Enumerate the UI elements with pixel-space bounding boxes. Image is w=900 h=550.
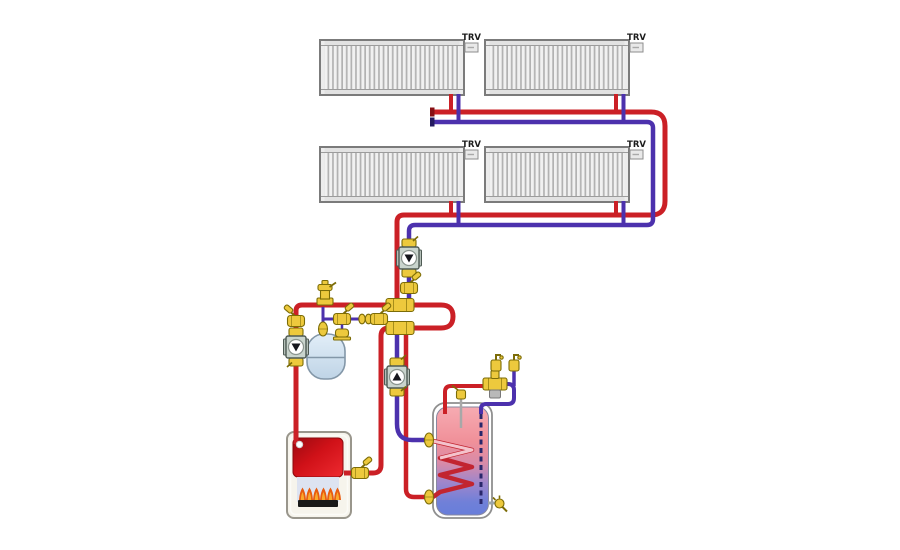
pump-dhw-loading xyxy=(383,354,411,397)
pump-flow-arrow-down xyxy=(291,343,301,352)
pipe-boiler-return xyxy=(293,302,441,444)
burner-flames xyxy=(299,487,341,500)
safety-relief-valve xyxy=(316,279,337,306)
pipe-coil-return xyxy=(394,325,428,443)
pipe-coil-supply xyxy=(403,325,428,500)
burner-bar xyxy=(298,500,338,507)
radiator-lower-left xyxy=(319,146,465,203)
trv-label: TRV xyxy=(627,33,646,43)
trv-label: TRV xyxy=(462,33,481,43)
mixing-valve-knob xyxy=(489,389,501,399)
trv-valve-icon xyxy=(629,42,644,53)
pump-flow-arrow-up xyxy=(392,372,402,381)
pipe-end-cap-flow xyxy=(430,107,435,117)
trv-label: TRV xyxy=(627,140,646,150)
expansion-vessel xyxy=(306,333,346,380)
radiator-upper-left xyxy=(319,39,465,96)
heating-coil-top xyxy=(432,439,474,460)
pump-flow-arrow-down xyxy=(404,254,414,263)
radiator-upper-right xyxy=(484,39,630,96)
boiler-flow-port xyxy=(295,440,304,449)
tank-sensor xyxy=(451,384,467,428)
hose-coupling xyxy=(358,313,373,325)
coil-supply-union xyxy=(423,489,435,505)
cold-water-inlet-fitting xyxy=(508,354,523,372)
tee-fitting-lower xyxy=(385,320,415,336)
pipe-radiators-return xyxy=(406,119,656,300)
coil-return-union xyxy=(423,432,435,448)
pump-boiler-return xyxy=(282,327,310,368)
expansion-vessel-union xyxy=(317,321,329,337)
trv-label: TRV xyxy=(462,140,481,150)
pipe-end-cap-return xyxy=(430,117,435,127)
drain-valve xyxy=(488,495,508,513)
radiator-lower-right xyxy=(484,146,630,203)
pump-radiator-circuit xyxy=(395,235,423,278)
mixing-valve xyxy=(482,369,508,399)
pipe-cold-feed xyxy=(479,382,516,414)
radiator-flow-stubs xyxy=(449,94,618,217)
trv-valve-icon xyxy=(629,149,644,160)
pipe-radiators-flow xyxy=(394,109,668,303)
dhw-outlet-fitting xyxy=(490,354,505,372)
radiator-return-stubs xyxy=(456,94,626,227)
pressure-gauge-fitting xyxy=(332,324,352,341)
pipe-dhw-hot-outlet xyxy=(443,384,485,414)
trv-valve-icon xyxy=(464,42,479,53)
trv-valve-icon xyxy=(464,149,479,160)
